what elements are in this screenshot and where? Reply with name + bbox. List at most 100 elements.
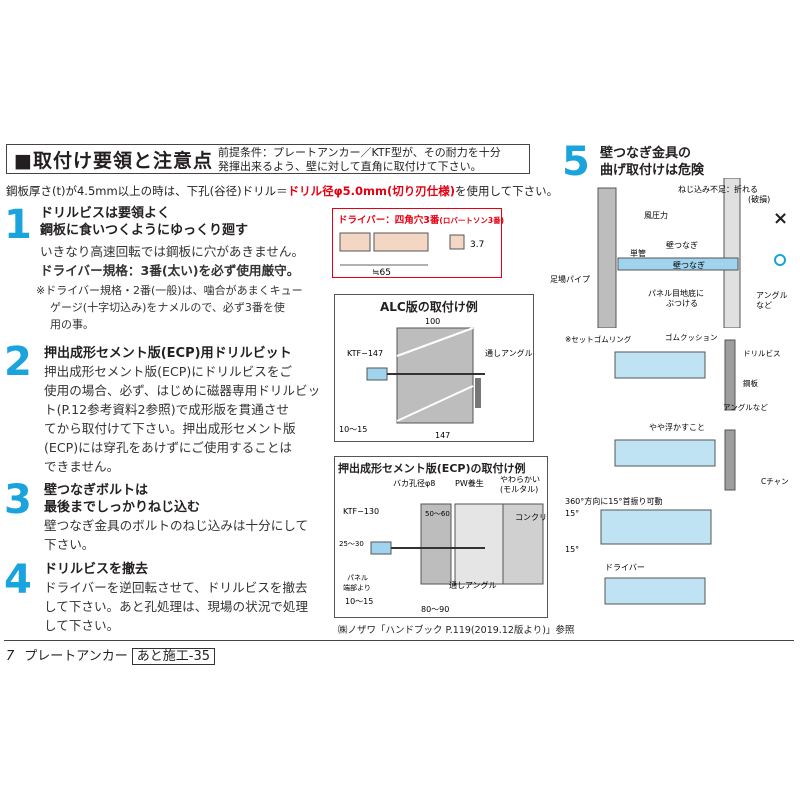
alc-angle-label: 通しアングル xyxy=(485,348,533,358)
step-2-line-6: できません。 xyxy=(44,459,120,474)
wall-panel xyxy=(723,178,741,328)
step-5-title-2: 曲げ取付けは危険 xyxy=(600,163,705,178)
alc-dim-len: 147 xyxy=(435,431,450,440)
step-5-title-1: 壁つなぎ金具の xyxy=(600,146,692,161)
anchor-detail-4 xyxy=(604,577,706,605)
step5-angle-label-1: アングル xyxy=(756,290,788,300)
step5-panel-note-2: ぶつける xyxy=(666,299,698,308)
step-2-line-1: 押出成形セメント版(ECP)にドリルビスをご xyxy=(44,364,293,379)
step-1-body: いきなり高速回転では鋼板に穴があきません。 xyxy=(40,244,305,259)
step5-float-note: やや浮かすこと xyxy=(649,422,705,432)
step-1-note-1: ※ドライバー規格・2番(一般)は、噛合があまくキュー xyxy=(36,284,303,297)
ecp-title: 押出成形セメント版(ECP)の取付け例 xyxy=(338,462,526,475)
step-2-line-4: てから取付けて下さい。押出成形セメント版 xyxy=(44,421,296,436)
ecp-reference: ㈱ノザワ「ハンドブック P.119(2019.12版より)」参照 xyxy=(338,625,575,636)
step5-set-ring: ※セットゴムリング xyxy=(565,334,632,344)
ecp-concrete-label: コンクリート xyxy=(515,513,547,522)
step-2-number: 2 xyxy=(4,339,32,385)
step5-cushion: ゴムクッション xyxy=(665,332,718,342)
anchor-detail-2 xyxy=(614,439,716,467)
step-1-title-2: 鋼板に食いつくようにゆっくり廻す xyxy=(40,223,249,238)
driver-sub: (ロバートソン3番) xyxy=(439,216,504,225)
step-4-number: 4 xyxy=(4,557,32,603)
ok-mark xyxy=(774,254,786,266)
step-1-note-2: ゲージ(十字切込み)をナメルので、必ず3番を使 xyxy=(50,301,285,314)
ecp-pw-label: PW養生 xyxy=(455,478,484,488)
alc-angle xyxy=(475,378,481,408)
step-4-title: ドリルビスを撤去 xyxy=(44,562,149,577)
alc-dim-gap: 10〜15 xyxy=(339,425,367,434)
ecp-hole-label: バカ孔径φ8 xyxy=(393,478,435,488)
step-4-line-1: ドライバーを逆回転させて、ドリルビスを撤去 xyxy=(44,580,308,595)
ecp-mortar xyxy=(454,503,504,585)
driver-spec-box xyxy=(332,208,502,278)
ecp-section xyxy=(334,456,548,618)
step-1-title-1: ドリルビスは要領よく xyxy=(40,206,171,221)
step-2-line-2: 使用の場合、必ず、はじめに磁器専用ドリルビッ xyxy=(44,383,321,398)
anchor-detail-1 xyxy=(614,351,706,379)
footer: 7 プレートアンカーあと施工-35 xyxy=(6,645,215,665)
step5-panel-note-1: パネル目地底に xyxy=(648,288,704,298)
step5-steel-plate: 鋼板 xyxy=(743,378,758,388)
footer-badge: あと施工-35 xyxy=(131,648,215,665)
wall-tie-bar xyxy=(617,257,739,271)
header-box xyxy=(6,144,530,174)
step5-note-top-1: ねじ込み不足：折れる xyxy=(678,184,758,194)
premise-line-1: 前提条件：プレートアンカー／KTF型が、その耐力を十分 xyxy=(218,146,501,159)
step-1: ドリルビスは要領よく 鋼板に食いつくようにゆっくり廻す いきなり高速回転では鋼板… xyxy=(36,205,305,333)
step-5-top-drawing: × ねじ込み不足：折れる (破損) 風圧力 壁つなぎ 単管 壁つなぎ 足場パイプ… xyxy=(550,178,788,328)
ecp-dim-1: 50〜60 xyxy=(425,510,450,518)
step-3-title-1: 壁つなぎボルトは xyxy=(44,483,149,498)
driver-shaft xyxy=(373,232,429,252)
step5-clamp: 単管 xyxy=(630,248,646,258)
steel-plate-1 xyxy=(724,339,736,411)
alc-drawing: KTF−147 100 通しアングル 10〜15 147 xyxy=(339,317,533,440)
step-3-title-2: 最後までしっかりねじ込む xyxy=(44,500,201,515)
ecp-mortar-label-1: やわらかい xyxy=(500,476,540,484)
step5-deg-bottom: 15° xyxy=(565,545,579,554)
step-5-number: 5 xyxy=(562,139,590,185)
alc-joint-2 xyxy=(396,385,474,422)
ecp-anchor-plate xyxy=(370,541,392,555)
step-2: 押出成形セメント版(ECP)用ドリルビット 押出成形セメント版(ECP)にドリル… xyxy=(44,345,320,476)
page-title: ■取付け要領と注意点 xyxy=(14,150,213,172)
ecp-panel-label-2: 端部より xyxy=(343,583,371,592)
alc-anchor-plate xyxy=(366,367,388,381)
alc-dim-top: 100 xyxy=(425,317,440,326)
ecp-dim-gap: 10〜15 xyxy=(345,597,373,606)
ecp-drawing: バカ孔径φ8 PW養生 やわらかい (モルタル) KTF−130 50〜60 コ… xyxy=(339,476,547,614)
step-1-number: 1 xyxy=(4,202,32,248)
step5-pressure: 風圧力 xyxy=(644,210,668,220)
step5-angle-etc: アングルなど xyxy=(723,402,768,412)
footer-divider xyxy=(4,640,794,641)
step5-note-top-2: (破損) xyxy=(748,194,770,204)
step5-wall-tie-lower: 壁つなぎ xyxy=(673,260,705,270)
premise-note: 前提条件：プレートアンカー／KTF型が、その耐力を十分 発揮出来るよう、壁に対し… xyxy=(218,146,501,174)
step5-rotate-note: 360°方向に15°首振り可動 xyxy=(565,496,662,506)
step-5-detail-drawing: ※セットゴムリング ゴムクッション ドリルビス 鋼板 アングルなど やや浮かすこ… xyxy=(565,332,789,605)
alc-joint xyxy=(396,327,474,357)
ecp-mortar-label-2: (モルタル) xyxy=(500,485,538,494)
page-number: 7 xyxy=(6,649,15,664)
alc-panel xyxy=(396,327,474,424)
step-4: ドリルビスを撤去 ドライバーを逆回転させて、ドリルビスを撤去 して下さい。あと孔… xyxy=(44,561,308,635)
intro-after: を使用して下さい。 xyxy=(455,184,559,198)
driver-tip xyxy=(449,234,465,250)
step5-wall-tie-upper: 壁つなぎ xyxy=(666,240,698,250)
driver-dim-len: ≒65 xyxy=(372,268,391,278)
step-4-line-3: して下さい。 xyxy=(44,618,120,633)
alc-section xyxy=(334,294,534,442)
step-3: 壁つなぎボルトは 最後までしっかりねじ込む 壁つなぎ金具のボルトのねじ込みは十分… xyxy=(44,482,308,554)
driver-label: ドライバー：四角穴3番 xyxy=(338,215,440,226)
step-3-line-1: 壁つなぎ金具のボルトのねじ込みは十分にして xyxy=(44,518,309,533)
step-2-line-5: (ECP)には穿孔をあけずにご使用することは xyxy=(44,440,293,455)
step-2-line-3: ト(P.12参考資料2参照)で成形版を貫通させ xyxy=(44,402,289,417)
c-channel-plate xyxy=(724,429,736,491)
step5-driver-label: ドライバー xyxy=(605,563,645,572)
driver-spec-label: ドライバー：四角穴3番(ロバートソン3番) xyxy=(338,212,504,226)
alc-title: ALC版の取付け例 xyxy=(380,300,478,314)
footer-product: プレートアンカー xyxy=(24,649,128,664)
step-1-warning: ドライバー規格：3番(太い)を必ず使用厳守。 xyxy=(40,263,300,278)
step5-c-channel: Cチャン xyxy=(761,477,789,486)
driver-dim-width: 3.7 xyxy=(470,240,484,250)
